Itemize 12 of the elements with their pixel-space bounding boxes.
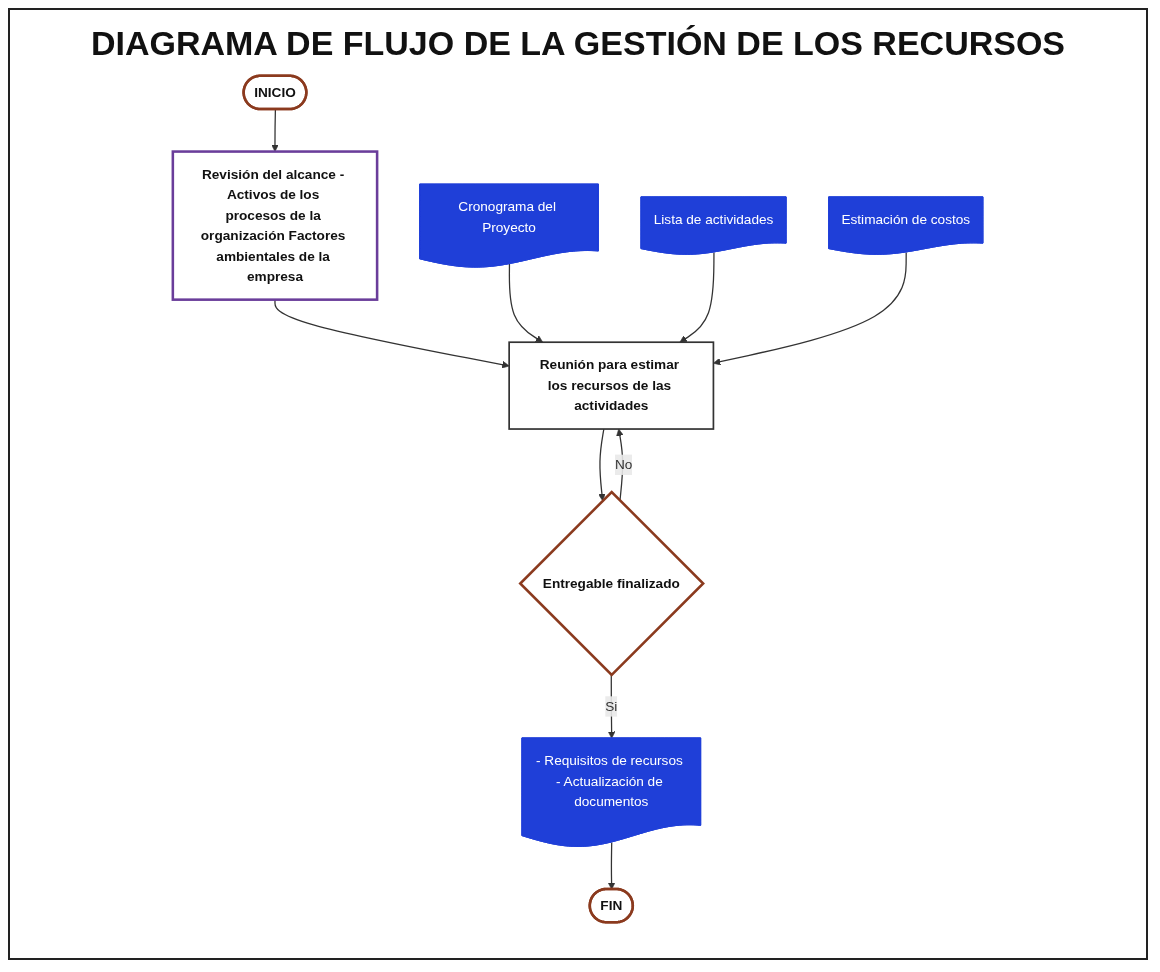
diagram-title: DIAGRAMA DE FLUJO DE LA GESTIÓN DE LOS RECURSOS — [90, 24, 1066, 63]
arrow — [713, 251, 907, 366]
edge-label: Si — [605, 698, 618, 714]
node-diamond: Entregable finalizado — [518, 490, 706, 677]
arrow — [679, 251, 715, 343]
node-box: Revisión del alcance - Activos de los procesos de la organización Factores ambientales de la empresa — [171, 150, 379, 301]
arrow — [607, 841, 616, 890]
arrow — [274, 299, 510, 369]
edge-label: No — [615, 457, 633, 472]
arrow — [508, 263, 544, 343]
arrow — [598, 428, 606, 501]
node-box: Reunión para estimar los recursos de las actividades — [508, 341, 715, 430]
